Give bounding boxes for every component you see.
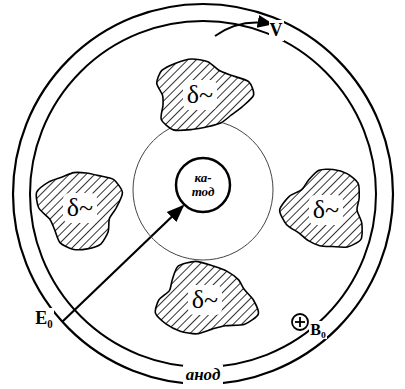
ac-density-symbol: δ~ (183, 80, 217, 110)
field-label: E₀ (34, 308, 53, 329)
field-into-page-symbol (292, 314, 308, 330)
ac-density-symbol: δ~ (63, 193, 97, 223)
electron-spoke: δ~ (147, 257, 263, 343)
electron-spoke: δ~ (144, 52, 256, 138)
electron-spoke: δ~ (278, 162, 374, 258)
velocity-label: V (269, 20, 284, 41)
magnetic-field-label: B₀ (309, 321, 326, 339)
anode-label: анод (183, 365, 224, 385)
ac-density-symbol: δ~ (188, 285, 222, 315)
ac-density-symbol: δ~ (309, 195, 343, 225)
electron-spoke: δ~ (32, 160, 128, 256)
rotation-arrow (215, 23, 272, 37)
cathode-label: ка- тод (188, 171, 218, 198)
cathode-circle: ка- тод (174, 156, 232, 214)
